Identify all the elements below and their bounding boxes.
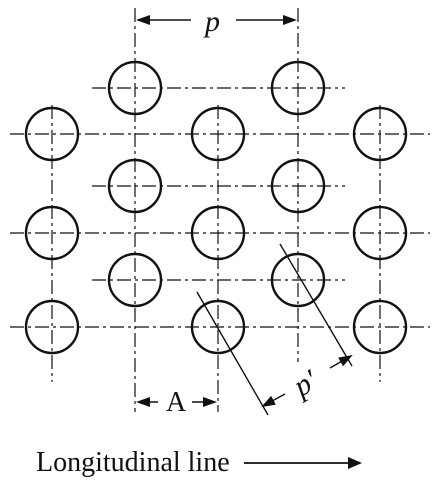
hole (24, 205, 80, 261)
hole (107, 158, 163, 214)
longitudinal-line-label: Longitudinal line (36, 447, 230, 478)
vertical-centerlines (51, 8, 381, 412)
hole (107, 60, 163, 116)
pitch-label: p (203, 5, 220, 38)
rotated-pitch-extension-2 (279, 243, 353, 367)
hole (352, 106, 408, 162)
hole (270, 252, 326, 308)
rotated-pitch-arrow-2 (329, 355, 353, 369)
offset-label: A (166, 387, 187, 418)
hole (107, 252, 163, 308)
rotated-pitch-extension-1 (196, 291, 269, 416)
hole (352, 205, 408, 261)
rotated-pitch-dimension (196, 243, 353, 416)
holes (24, 60, 408, 355)
hole (24, 299, 80, 355)
rotated-pitch-arrow-1 (261, 393, 286, 407)
long-right-arrow-icon (243, 457, 362, 469)
hole (24, 106, 80, 162)
hole (270, 158, 326, 214)
hole (190, 205, 246, 261)
hole (190, 299, 246, 355)
longitudinal-line-caption: Longitudinal line (0, 446, 438, 480)
rotated-pitch-label: p′ (286, 363, 323, 404)
hole (270, 60, 326, 116)
hole (190, 106, 246, 162)
hole (352, 299, 408, 355)
